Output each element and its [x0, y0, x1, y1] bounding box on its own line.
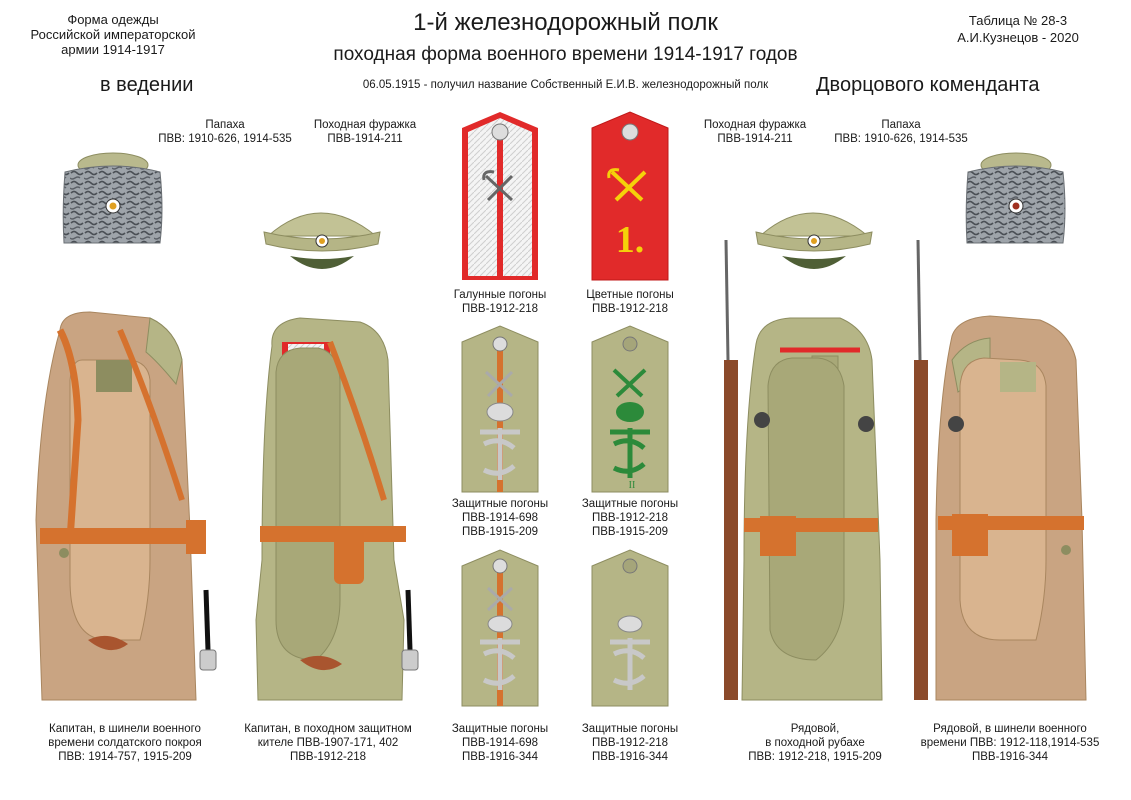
patron-left: в ведении: [100, 74, 194, 96]
figure-caption: Капитан, в шинели военного времени солда…: [30, 722, 220, 764]
figure-caption-line: ПВВ: 1912-218, 1915-209: [748, 751, 882, 763]
headgear-code: ПВВ-1914-211: [327, 133, 403, 145]
board-caption-line: Галунные погоны: [453, 289, 547, 301]
rifle-icon: [914, 360, 928, 700]
board-caption-line: ПВВ-1912-218: [591, 737, 669, 749]
board-caption: Цветные погоны ПВВ-1912-218: [565, 288, 695, 316]
shoulder-board-icon: II: [591, 325, 669, 493]
uniform-figure-icon: [35, 311, 217, 701]
header-right: Таблица № 28-3 А.И.Кузнецов - 2020: [923, 12, 1113, 46]
figure-caption-line: ПВВ: 1914-757, 1915-209: [58, 751, 192, 763]
board-caption: Защитные погоны ПВВ-1914-698 ПВВ-1915-20…: [435, 497, 565, 539]
header-left: Форма одежды Российской императорской ар…: [18, 12, 208, 57]
papakha-icon: [965, 152, 1066, 244]
board-caption-line: Цветные погоны: [586, 289, 674, 301]
figure-caption-line: Капитан, в походном защитном: [244, 723, 412, 735]
figure-caption-line: кителе ПВВ-1907-171, 402: [257, 737, 399, 749]
board-caption-line: ПВВ-1912-218: [591, 303, 669, 315]
shoulder-board-icon: [461, 325, 539, 493]
shoulder-board-icon: [461, 549, 539, 707]
board-caption-line: ПВВ-1916-344: [461, 751, 539, 763]
figure-caption: Капитан, в походном защитном кителе ПВВ-…: [228, 722, 428, 764]
patron-right: Дворцового коменданта: [816, 74, 1040, 96]
headgear-code: ПВВ-1914-211: [717, 133, 793, 145]
figure-caption-line: времени солдатского покроя: [48, 737, 202, 749]
field-cap-icon: [263, 212, 381, 269]
figure-caption-line: в походной рубахе: [765, 737, 865, 749]
headgear-code: ПВВ: 1910-626, 1914-535: [834, 133, 968, 145]
uniform-figure-icon: [255, 317, 419, 701]
page-subtitle: походная форма военного времени 1914-191…: [333, 44, 798, 65]
headgear-code: ПВВ: 1910-626, 1914-535: [158, 133, 292, 145]
board-caption: Защитные погоны ПВВ-1914-698 ПВВ-1916-34…: [435, 722, 565, 764]
headgear-caption: Папаха ПВВ: 1910-626, 1914-535: [150, 118, 300, 146]
board-caption-line: ПВВ-1914-698: [461, 737, 539, 749]
board-caption-line: ПВВ-1915-209: [461, 526, 539, 538]
headgear-caption: Походная фуражка ПВВ-1914-211: [690, 118, 820, 146]
rifle-icon: [724, 360, 738, 700]
board-caption-line: ПВВ-1912-218: [461, 303, 539, 315]
field-cap-icon: [755, 212, 873, 269]
board-caption-line: ПВВ-1914-698: [461, 512, 539, 524]
figure-caption: Рядовой, в шинели военного времени ПВВ: …: [905, 722, 1115, 764]
shoulder-board-icon: [462, 112, 538, 280]
headgear-name: Походная фуражка: [313, 119, 417, 131]
board-caption-line: ПВВ-1916-344: [591, 751, 669, 763]
figure-caption-line: времени ПВВ: 1912-118,1914-535: [920, 737, 1100, 749]
board-caption: Защитные погоны ПВВ-1912-218 ПВВ-1915-20…: [565, 497, 695, 539]
board-caption: Галунные погоны ПВВ-1912-218: [435, 288, 565, 316]
board-caption-line: ПВВ-1912-218: [591, 512, 669, 524]
header-left-line: Российской императорской: [30, 27, 196, 42]
board-caption: Защитные погоны ПВВ-1912-218 ПВВ-1916-34…: [565, 722, 695, 764]
table-number: Таблица № 28-3: [968, 13, 1068, 28]
board-caption-line: Защитные погоны: [581, 498, 679, 510]
figure-caption-line: Рядовой, в шинели военного: [933, 723, 1087, 735]
board-caption-line: Защитные погоны: [451, 723, 549, 735]
header-left-line: Форма одежды: [67, 12, 159, 27]
headgear-caption: Папаха ПВВ: 1910-626, 1914-535: [826, 118, 976, 146]
figure-caption-line: Капитан, в шинели военного: [49, 723, 201, 735]
board-number: 1.: [616, 219, 645, 261]
headgear-name: Папаха: [205, 119, 245, 131]
figure-caption-line: Рядовой,: [790, 723, 840, 735]
figure-caption: Рядовой, в походной рубахе ПВВ: 1912-218…: [720, 722, 910, 764]
uniform-figure-icon: [914, 239, 1087, 701]
headgear-name: Папаха: [881, 119, 921, 131]
author: А.И.Кузнецов - 2020: [957, 30, 1079, 45]
history-note: 06.05.1915 - получил название Собственны…: [362, 79, 769, 91]
papakha-icon: [62, 152, 163, 244]
headgear-name: Походная фуражка: [703, 119, 807, 131]
board-caption-line: Защитные погоны: [451, 498, 549, 510]
page-title: 1-й железнодорожный полк: [413, 9, 718, 36]
shoulder-board-icon: 1.: [591, 111, 669, 281]
figure-caption-line: ПВВ-1916-344: [971, 751, 1049, 763]
figure-caption-line: ПВВ-1912-218: [289, 751, 367, 763]
uniform-figure-icon: [724, 239, 883, 701]
headgear-caption: Походная фуражка ПВВ-1914-211: [300, 118, 430, 146]
header-left-line: армии 1914-1917: [61, 42, 165, 57]
board-rank: II: [629, 480, 636, 491]
board-caption-line: ПВВ-1915-209: [591, 526, 669, 538]
board-caption-line: Защитные погоны: [581, 723, 679, 735]
shoulder-board-icon: [591, 549, 669, 707]
